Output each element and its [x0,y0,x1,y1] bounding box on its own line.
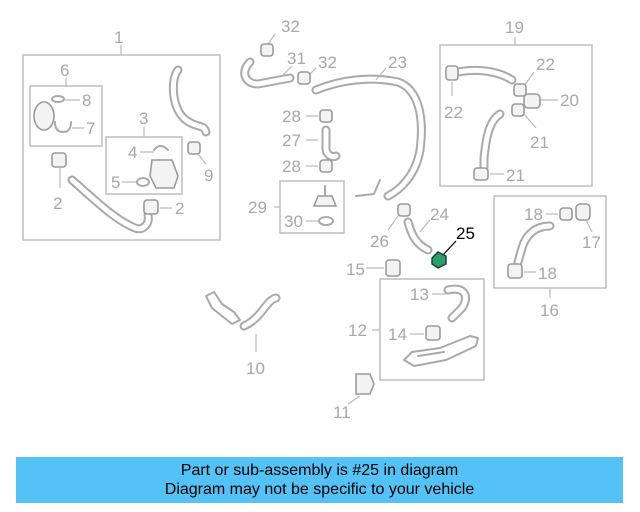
part-clamp-2a [51,152,67,168]
label-7[interactable]: 7 [86,119,95,138]
label-8[interactable]: 8 [82,91,91,110]
label-17[interactable]: 17 [582,233,601,252]
label-30[interactable]: 30 [284,212,303,231]
part-housing-3 [149,159,179,189]
label-29[interactable]: 29 [248,198,267,217]
part-clamp-9 [187,141,201,155]
label-22a[interactable]: 22 [444,103,463,122]
label-31[interactable]: 31 [287,49,306,68]
part-coupler-20 [523,93,541,109]
part-clamp-32b [297,71,311,85]
part-pipe-12 [403,335,479,367]
label-19[interactable]: 19 [505,18,524,37]
part-clamp-28b [319,159,333,173]
label-9[interactable]: 9 [204,166,213,185]
part-o-ring-5 [136,177,150,187]
part-clip-4 [153,145,169,151]
part-sensor-29 [312,195,338,207]
part-clamp-14 [425,325,441,341]
part-clamp-32a [260,43,274,57]
label-11[interactable]: 11 [333,403,351,422]
parts-diagram: 1 6 8 7 3 4 5 2 2 9 32 31 32 23 28 [22,17,607,422]
label-21a[interactable]: 21 [530,133,549,152]
label-18a[interactable]: 18 [524,205,543,224]
label-27[interactable]: 27 [282,131,301,150]
part-clamp-21a [511,103,525,117]
label-6[interactable]: 6 [60,61,69,80]
label-12[interactable]: 12 [348,321,367,340]
label-5[interactable]: 5 [111,173,120,192]
part-o-ring-30 [318,216,334,226]
part-bracket-23 [355,179,381,197]
info-banner: Part or sub-assembly is #25 in diagram D… [16,457,623,503]
part-housing-11 [355,373,375,395]
label-26[interactable]: 26 [370,232,389,251]
label-13[interactable]: 13 [410,285,429,304]
part-o-ring-8 [51,95,65,103]
label-16[interactable]: 16 [540,301,559,320]
label-20[interactable]: 20 [560,91,579,110]
part-clamp-18a [559,207,573,221]
part-clamp-22b [513,83,527,97]
part-clamp-2b [143,199,159,215]
label-10[interactable]: 10 [246,359,265,378]
banner-line-2: Diagram may not be specific to your vehi… [164,481,475,498]
label-32a[interactable]: 32 [281,17,300,36]
label-2a[interactable]: 2 [53,194,62,213]
label-15[interactable]: 15 [346,260,365,279]
part-clamp-25-highlighted[interactable] [431,251,447,269]
part-coupler-17 [575,203,591,221]
part-coupler [33,101,55,131]
label-18b[interactable]: 18 [538,264,557,283]
label-28b[interactable]: 28 [282,157,301,176]
label-32b[interactable]: 32 [318,53,337,72]
label-14[interactable]: 14 [388,325,407,344]
part-clamp-28a [319,109,333,123]
part-bracket-10 [205,291,241,325]
label-4[interactable]: 4 [128,143,137,162]
group-19-box [439,44,593,187]
part-clamp-26 [397,203,411,217]
part-clamp-22a [445,65,459,81]
label-25[interactable]: 25 [456,224,475,243]
label-28a[interactable]: 28 [282,107,301,126]
label-3[interactable]: 3 [139,109,148,128]
part-clamp-18b [507,263,523,279]
part-clamp-15 [385,259,401,277]
banner-line-1: Part or sub-assembly is #25 in diagram [180,462,459,479]
part-clip-7 [54,121,72,133]
label-23[interactable]: 23 [388,53,407,72]
label-21b[interactable]: 21 [506,166,525,185]
label-22b[interactable]: 22 [536,55,555,74]
label-24[interactable]: 24 [430,205,449,224]
label-2b[interactable]: 2 [175,199,184,218]
label-1[interactable]: 1 [114,28,123,47]
part-clamp-21b [473,167,489,181]
